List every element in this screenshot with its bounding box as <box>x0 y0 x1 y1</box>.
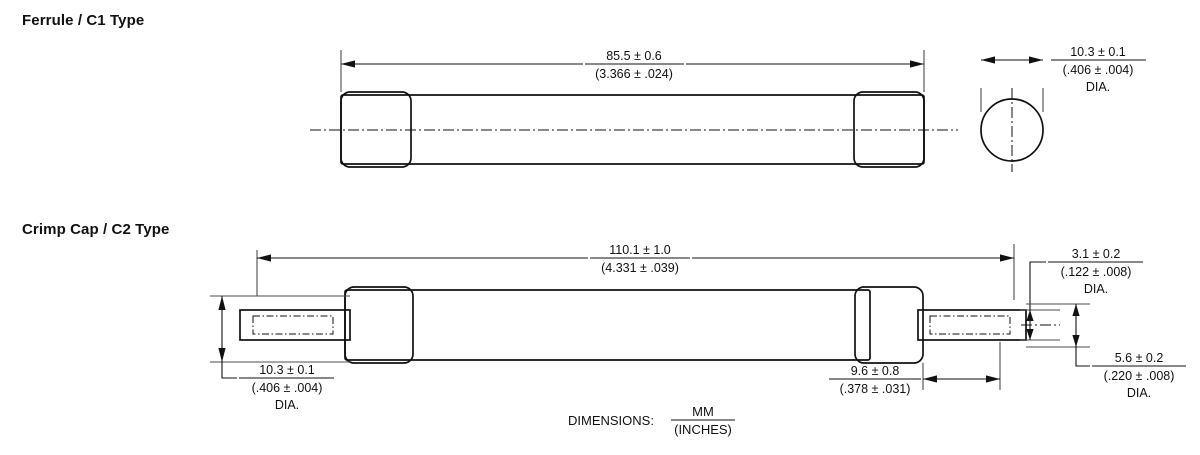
c2-end-cap-right <box>854 286 924 364</box>
c2-body-dia-leader <box>221 362 237 379</box>
c2-lead-dia-mm-value: 3.1 ± 0.2 <box>1072 247 1121 261</box>
c2-lead-dia-arrowhead-top <box>1026 310 1034 321</box>
c2-crimp-dia-mm-value: 5.6 ± 0.2 <box>1115 351 1164 365</box>
c2-cap-len-inch-value: (.378 ± .031) <box>840 382 911 396</box>
c1-dia-inch-value: (.406 ± .004) <box>1063 63 1134 77</box>
c2-cap-len-mm-value: 9.6 ± 0.8 <box>851 364 900 378</box>
section-title-ferrule-c1: Ferrule / C1 Type <box>22 12 145 29</box>
c2-fuse-body <box>344 289 871 361</box>
c1-arrowhead-left <box>341 60 355 68</box>
c2-length-mm-value: 110.1 ± 1.0 <box>609 243 671 257</box>
c2-crimp-dia-arrowhead-top <box>1072 304 1080 316</box>
c2-drawing-group: 110.1 ± 1.0 (4.331 ± .039) 1 <box>210 243 1186 412</box>
c2-end-cap-left <box>344 286 414 364</box>
c2-crimp-dia-label: DIA. <box>1127 386 1151 400</box>
c1-arrowhead-right <box>910 60 924 68</box>
c2-crimp-dia-arrowhead-bottom <box>1072 335 1080 347</box>
c2-cap-len-arrowhead-right <box>986 375 1000 383</box>
c2-body-dia-arrowhead-top <box>218 296 226 310</box>
c2-length-inch-value: (4.331 ± .039) <box>601 261 679 275</box>
units-label: DIMENSIONS: <box>568 413 654 428</box>
c2-lead-hidden-right <box>929 315 1011 335</box>
section-title-crimp-cap-c2: Crimp Cap / C2 Type <box>22 221 170 238</box>
c2-arrowhead-left <box>257 254 271 262</box>
c1-drawing-group: 85.5 ± 0.6 (3.366 ± .024) 10.3 ± 0.1 (.4… <box>310 45 1146 172</box>
c2-crimp-dia-inch-value: (.220 ± .008) <box>1104 369 1175 383</box>
units-note-group: DIMENSIONS: MM (INCHES) <box>568 404 735 437</box>
c2-body-dia-inch-value: (.406 ± .004) <box>252 381 323 395</box>
c2-body-dia-label: DIA. <box>275 398 299 412</box>
c2-arrowhead-right <box>1000 254 1014 262</box>
c2-lead-dia-leader <box>1029 261 1046 310</box>
c2-crimp-sleeve-right <box>917 309 1027 341</box>
units-denominator: (INCHES) <box>674 422 732 437</box>
c2-lead-dia-label: DIA. <box>1084 282 1108 296</box>
c1-dia-label: DIA. <box>1086 80 1110 94</box>
c2-cap-len-arrowhead-left <box>923 375 937 383</box>
c2-crimp-sleeve-left <box>239 309 351 341</box>
units-numerator: MM <box>692 404 714 419</box>
c2-lead-dia-arrowhead-bottom <box>1026 329 1034 340</box>
c1-dia-arrowhead-left <box>981 56 995 64</box>
c1-length-mm-value: 85.5 ± 0.6 <box>606 49 662 63</box>
c2-lead-hidden-left <box>252 315 334 335</box>
c2-body-dia-arrowhead-bottom <box>218 348 226 362</box>
c2-body-dia-mm-value: 10.3 ± 0.1 <box>259 363 315 377</box>
c1-dia-mm-value: 10.3 ± 0.1 <box>1070 45 1126 59</box>
c2-lead-dia-inch-value: (.122 ± .008) <box>1061 265 1132 279</box>
c2-crimp-dia-leader <box>1075 347 1090 367</box>
c1-length-inch-value: (3.366 ± .024) <box>595 67 673 81</box>
c1-dia-arrowhead-right <box>1029 56 1043 64</box>
